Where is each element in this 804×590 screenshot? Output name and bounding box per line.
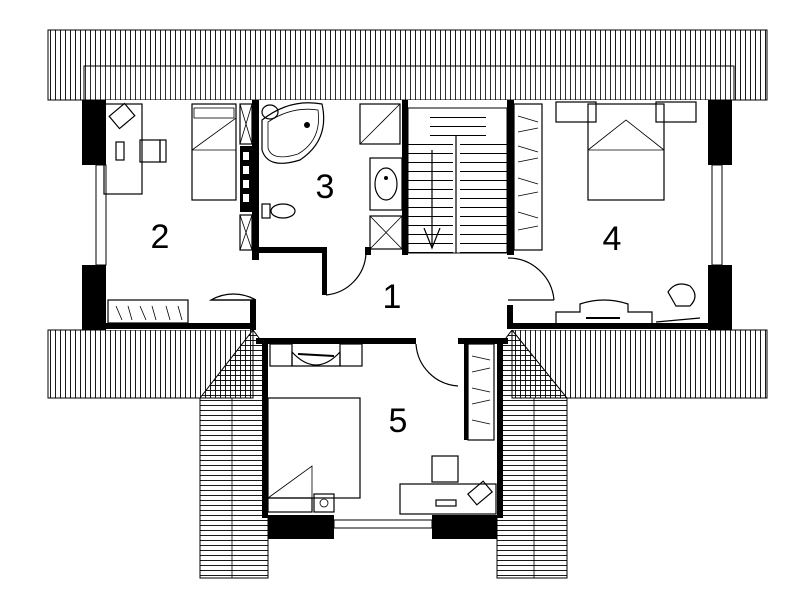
roof-dormer-right xyxy=(496,329,568,579)
floor-area-lower xyxy=(268,330,497,520)
roof-top xyxy=(47,29,768,101)
room-label-2: 2 xyxy=(151,218,170,256)
bathroom-fixtures xyxy=(239,102,403,251)
exterior-walls xyxy=(82,100,732,539)
room-label-5: 5 xyxy=(389,402,408,440)
doors xyxy=(208,252,555,387)
room-label-3: 3 xyxy=(316,168,335,206)
room-label-1: 1 xyxy=(383,278,402,316)
room-label-4: 4 xyxy=(603,220,622,258)
staircase xyxy=(407,107,508,254)
room-4-furniture xyxy=(513,101,701,327)
room-5-furniture xyxy=(267,343,497,515)
room-2-furniture xyxy=(103,102,237,324)
